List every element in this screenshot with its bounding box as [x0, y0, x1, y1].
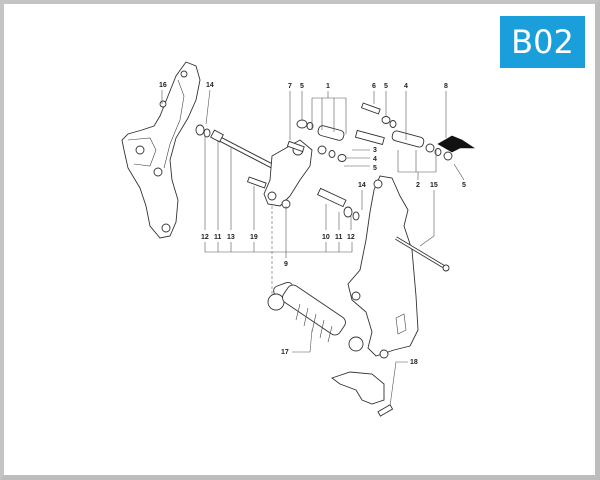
callout-14: 14	[206, 82, 214, 89]
callout-18: 18	[410, 359, 418, 366]
section-code-badge: B02	[500, 16, 585, 68]
rocker-link	[246, 139, 313, 209]
callout-4: 4	[373, 156, 377, 163]
callout-16: 16	[159, 82, 167, 89]
leader-lines	[161, 89, 465, 407]
callout-6: 6	[372, 83, 376, 90]
callout-5: 5	[373, 165, 377, 172]
upper-linkage	[286, 102, 475, 162]
callout-8: 8	[444, 83, 448, 90]
callout-11: 11	[214, 234, 222, 241]
callout-15: 15	[430, 182, 438, 189]
callout-1: 1	[326, 83, 330, 90]
callout-5: 5	[300, 83, 304, 90]
callout-13: 13	[227, 234, 235, 241]
guard-plate	[331, 371, 394, 417]
callout-5: 5	[384, 83, 388, 90]
right-frame-bracket	[347, 175, 450, 359]
callout-labels: 16 14 7 5 1 6 5 4 8 3 4 5 14 2 15 5 12 1…	[159, 82, 466, 366]
callout-4: 4	[404, 83, 408, 90]
callout-2: 2	[416, 182, 420, 189]
callout-7: 7	[288, 83, 292, 90]
callout-12: 12	[201, 234, 209, 241]
callout-14: 14	[358, 182, 366, 189]
bush-group-right	[317, 187, 360, 221]
callout-19: 19	[250, 234, 258, 241]
callout-9: 9	[284, 261, 288, 268]
shock-absorber	[267, 281, 364, 352]
left-frame-bracket	[121, 61, 201, 239]
lever-part-8	[437, 135, 475, 153]
callout-5: 5	[462, 182, 466, 189]
callout-10: 10	[322, 234, 330, 241]
callout-3: 3	[373, 147, 377, 154]
callout-11: 11	[335, 234, 343, 241]
pivot-shaft	[195, 124, 274, 169]
callout-17: 17	[281, 349, 289, 356]
callout-12: 12	[347, 234, 355, 241]
